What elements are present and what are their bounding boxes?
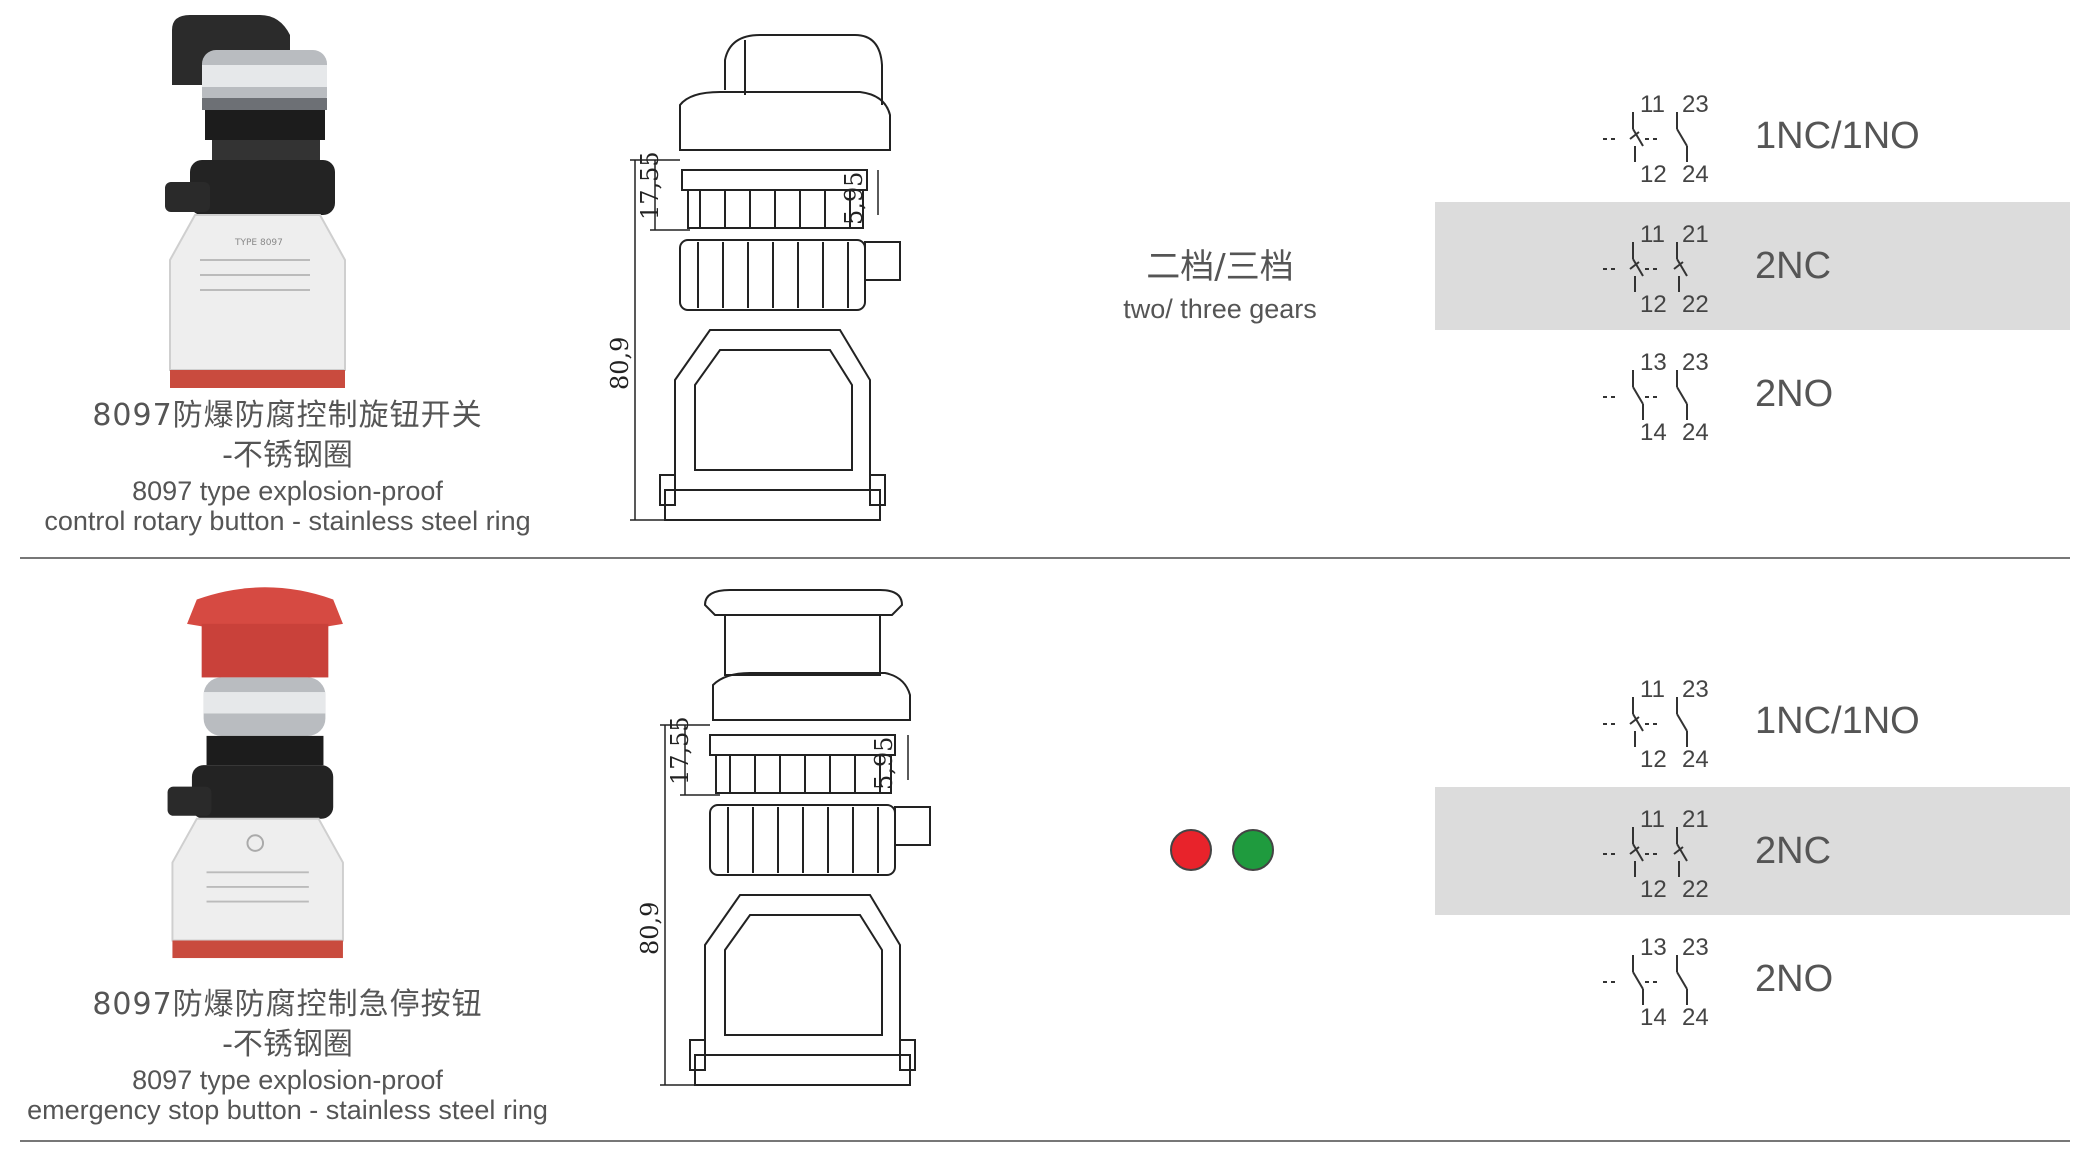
- contact-top-right: 23: [1682, 91, 1709, 118]
- contact-bottom-left: 12: [1640, 876, 1667, 903]
- contact-label: 1NC/1NO: [1755, 115, 1920, 157]
- caption-en-line2: control rotary button - stainless steel …: [44, 506, 531, 536]
- contact-top-right: 23: [1682, 934, 1709, 961]
- caption-en-line1: 8097 type explosion-proof: [132, 476, 443, 506]
- dimension-17-55: 17,55: [666, 716, 694, 785]
- contact-bottom-left: 12: [1640, 746, 1667, 773]
- contact-bottom-right: 24: [1682, 419, 1709, 446]
- contact-bottom-right: 24: [1682, 746, 1709, 773]
- contact-bottom-left: 14: [1640, 419, 1667, 446]
- contact-top-left: 13: [1640, 349, 1667, 376]
- contact-label: 2NC: [1755, 830, 1832, 872]
- contact-top-right: 23: [1682, 349, 1709, 376]
- svg-text:TYPE 8097: TYPE 8097: [234, 238, 283, 248]
- contact-symbol-icon: 11 23 12 24: [1603, 91, 1709, 188]
- contact-bottom-right: 24: [1682, 1004, 1709, 1031]
- rotary-switch-photo: TYPE 8097: [165, 15, 346, 388]
- contact-top-left: 11: [1640, 676, 1665, 703]
- product-row-emergency-stop: 8097防爆防腐控制急停按钮 -不锈钢圈 8097 type explosion…: [0, 585, 2075, 1170]
- contact-block-2nc: 11 21 12 22 2NC: [1435, 202, 2070, 330]
- product-row-rotary: TYPE 8097 8097防爆防腐控制旋钮开关 -不锈钢圈 8097 type…: [0, 0, 2075, 585]
- contact-symbol-icon: 13 23 14 24: [1603, 934, 1709, 1031]
- gear-note: 二档/三档 two/ three gears: [1090, 245, 1350, 329]
- dimension-17-55: 17,55: [636, 151, 664, 220]
- contact-top-right: 23: [1682, 676, 1709, 703]
- red-indicator-icon: [1170, 829, 1212, 871]
- product-caption: 8097防爆防腐控制急停按钮 -不锈钢圈 8097 type explosion…: [0, 985, 575, 1125]
- contact-symbol-icon: 11 21 12 22: [1603, 221, 1709, 318]
- gear-note-cn: 二档/三档: [1146, 247, 1294, 287]
- contact-symbol-icon: 13 23 14 24: [1603, 349, 1709, 446]
- contact-bottom-right: 22: [1682, 291, 1709, 318]
- caption-en-line2: emergency stop button - stainless steel …: [27, 1095, 548, 1125]
- contact-top-left: 11: [1640, 221, 1665, 248]
- contact-top-right: 21: [1682, 221, 1709, 248]
- row-divider: [20, 1140, 2070, 1142]
- emergency-stop-photo: [167, 587, 344, 959]
- caption-en-line1: 8097 type explosion-proof: [132, 1065, 443, 1095]
- contact-label: 2NC: [1755, 245, 1832, 287]
- contact-label: 1NC/1NO: [1755, 700, 1920, 742]
- contact-top-left: 11: [1640, 91, 1665, 118]
- contact-block-2no: 13 23 14 24 2NO: [1435, 330, 2070, 458]
- contact-block-1nc-1no: 11 23 12 24 1NC/1NO: [1435, 657, 2070, 785]
- contact-symbol-icon: 11 23 12 24: [1603, 676, 1709, 773]
- contact-top-right: 21: [1682, 806, 1709, 833]
- caption-cn-line1: 8097防爆防腐控制旋钮开关: [92, 398, 483, 433]
- contact-top-left: 13: [1640, 934, 1667, 961]
- contact-label: 2NO: [1755, 958, 1834, 1000]
- indicator-color-dots: [1170, 825, 1280, 875]
- dimension-80-9: 80,9: [606, 337, 634, 390]
- emergency-stop-technical-drawing: 17,55 5,95 80,9: [636, 589, 931, 1086]
- dimension-5-95: 5,95: [870, 737, 898, 790]
- gear-note-en: two/ three gears: [1123, 294, 1317, 324]
- contact-label: 2NO: [1755, 373, 1834, 415]
- contact-bottom-left: 12: [1640, 291, 1667, 318]
- green-indicator-icon: [1232, 829, 1274, 871]
- contact-bottom-right: 22: [1682, 876, 1709, 903]
- caption-cn-line1: 8097防爆防腐控制急停按钮: [92, 987, 483, 1022]
- contact-block-1nc-1no: 11 23 12 24 1NC/1NO: [1435, 72, 2070, 200]
- contact-top-left: 11: [1640, 806, 1665, 833]
- contact-block-2nc: 11 21 12 22 2NC: [1435, 787, 2070, 915]
- contact-symbol-icon: 11 21 12 22: [1603, 806, 1709, 903]
- caption-cn-line2: -不锈钢圈: [222, 1027, 353, 1062]
- dimension-80-9: 80,9: [636, 902, 664, 955]
- row-divider: [20, 557, 2070, 559]
- dimension-5-95: 5,95: [840, 172, 868, 225]
- contact-bottom-left: 12: [1640, 161, 1667, 188]
- contact-bottom-right: 24: [1682, 161, 1709, 188]
- contact-bottom-left: 14: [1640, 1004, 1667, 1031]
- rotary-technical-drawing: 17,55 5,95 80,9: [606, 34, 901, 521]
- caption-cn-line2: -不锈钢圈: [222, 438, 353, 473]
- contact-block-2no: 13 23 14 24 2NO: [1435, 915, 2070, 1043]
- product-caption: 8097防爆防腐控制旋钮开关 -不锈钢圈 8097 type explosion…: [0, 396, 575, 536]
